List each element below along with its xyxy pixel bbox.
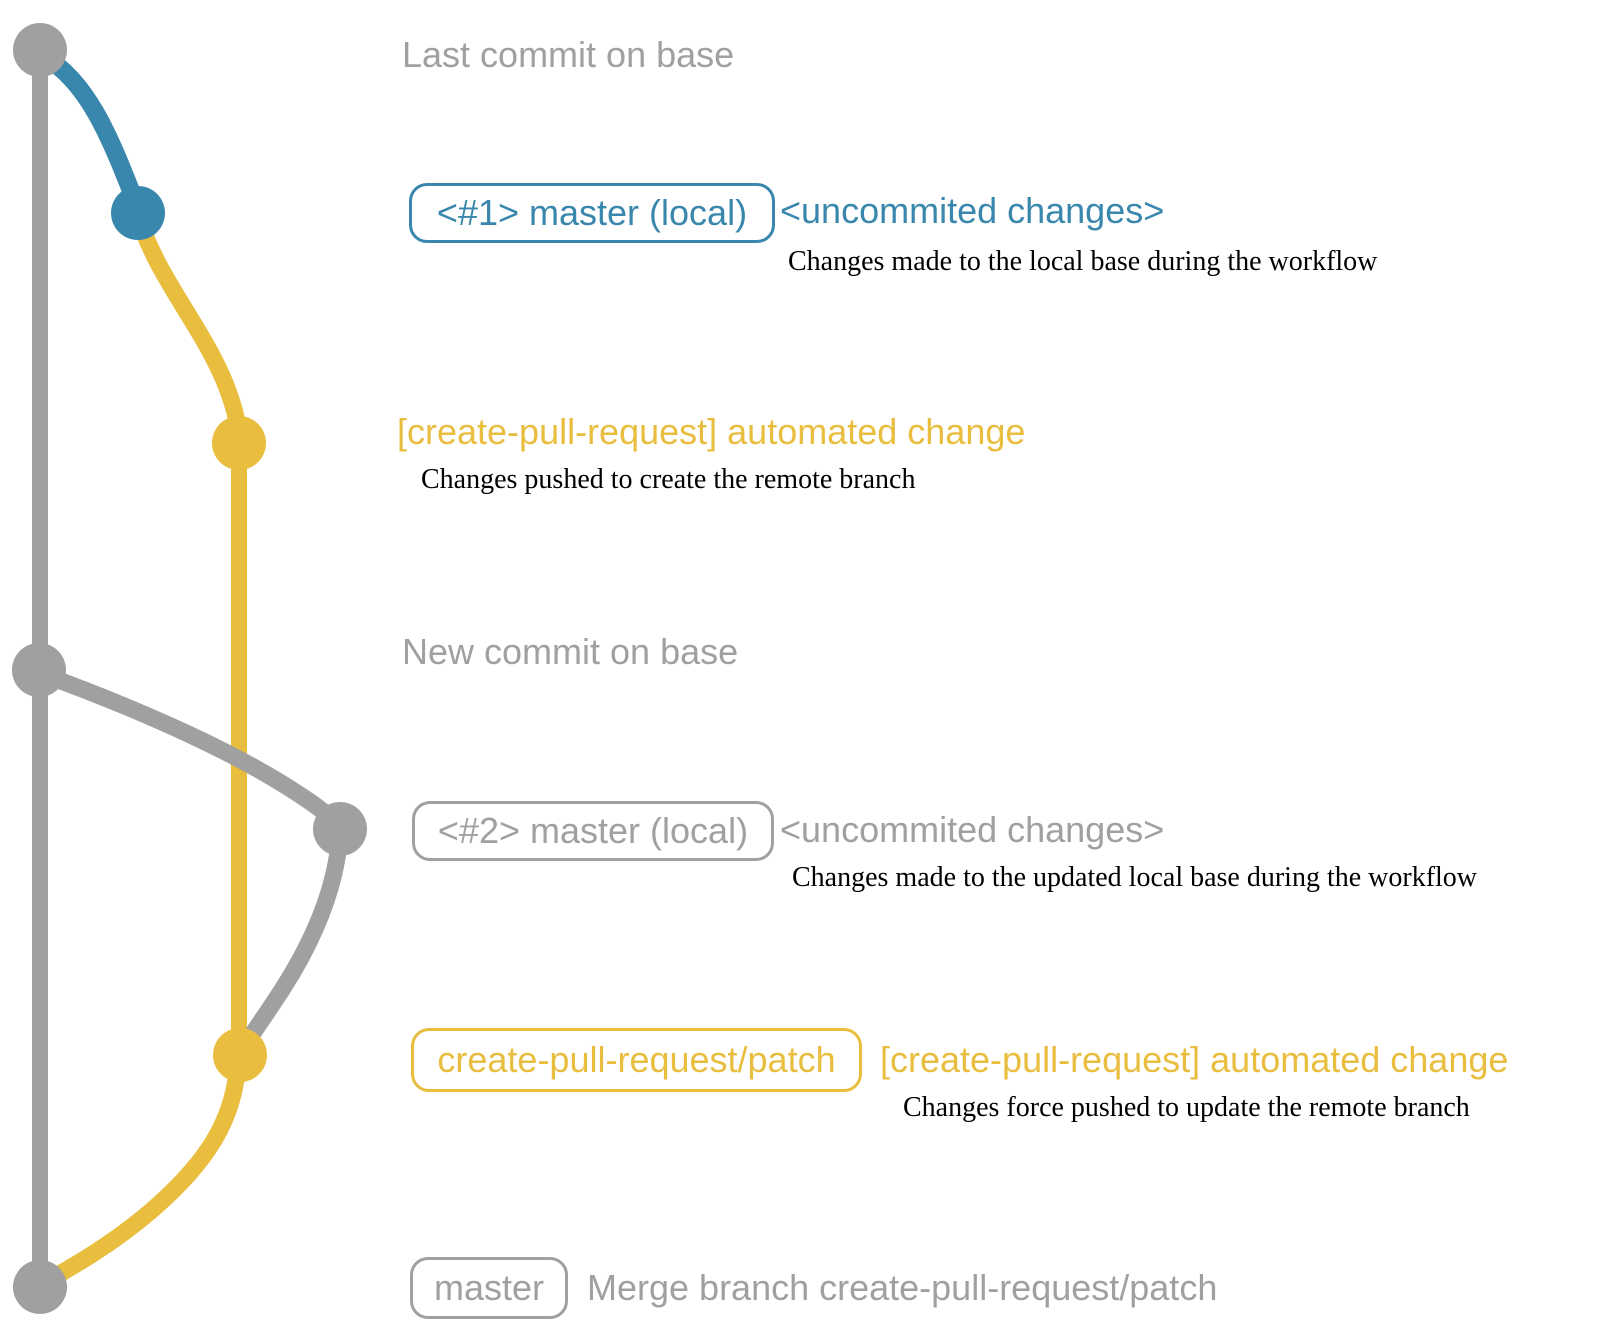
description-push-remote: Changes pushed to create the remote bran… [421, 464, 916, 495]
commit-dot-new-base [12, 643, 66, 697]
commit-dot-merge [13, 1260, 67, 1314]
badge-master: master [410, 1257, 568, 1319]
description-force-push-remote: Changes force pushed to update the remot… [903, 1092, 1470, 1123]
badge-master-local-1: <#1> master (local) [409, 183, 775, 243]
commit-dot-local-2 [313, 802, 367, 856]
commit-dot-patch-2 [213, 1028, 267, 1082]
caption-last-commit-on-base: Last commit on base [402, 34, 735, 75]
annotation-uncommited-changes-1: <uncommited changes> [780, 190, 1165, 231]
badge-master-local-2: <#2> master (local) [412, 801, 774, 861]
description-local-changes-2: Changes made to the updated local base d… [792, 862, 1478, 893]
badge-create-pull-request-patch: create-pull-request/patch [411, 1028, 862, 1092]
local-to-patch-curve [232, 822, 349, 1062]
annotation-uncommited-changes-2: <uncommited changes> [780, 809, 1165, 850]
commit-message-automated-change-1: [create-pull-request] automated change [397, 411, 1026, 452]
local-branch-curve [32, 45, 146, 215]
commit-dot-last-base [13, 23, 67, 77]
commit-dot-patch-1 [212, 416, 266, 470]
patch-merge-curve [33, 1049, 247, 1293]
patch-branch-out-curve [130, 209, 248, 455]
description-local-changes-1: Changes made to the local base during th… [788, 246, 1378, 277]
commit-message-merge-branch: Merge branch create-pull-request/patch [587, 1267, 1218, 1308]
commit-message-automated-change-2: [create-pull-request] automated change [880, 1039, 1509, 1080]
commit-dot-local-1 [111, 186, 165, 240]
caption-new-commit-on-base: New commit on base [402, 631, 739, 672]
base-branch-out-curve [33, 665, 349, 839]
